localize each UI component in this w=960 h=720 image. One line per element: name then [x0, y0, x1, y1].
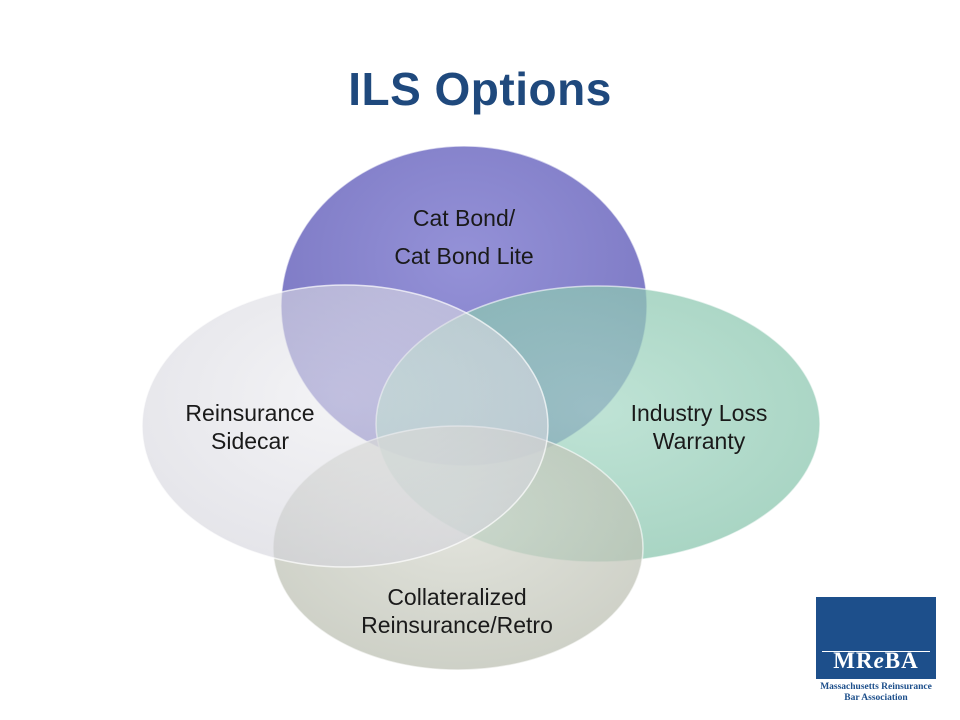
- venn-label-top: Cat Bond/ Cat Bond Lite: [394, 205, 534, 269]
- venn-label-left: Reinsurance Sidecar: [185, 400, 315, 454]
- slide-title: ILS Options: [348, 63, 612, 115]
- logo-wordmark: MReBA: [833, 648, 919, 673]
- venn-label-bottom: Collateralized Reinsurance/Retro: [361, 584, 553, 638]
- venn-set-left: [141, 284, 549, 568]
- logo-subtitle: Massachusetts Reinsurance Bar Associatio…: [820, 682, 932, 703]
- logo-rule: [822, 651, 930, 652]
- venn-label-right: Industry Loss Warranty: [630, 400, 768, 454]
- logo-box: [816, 597, 936, 679]
